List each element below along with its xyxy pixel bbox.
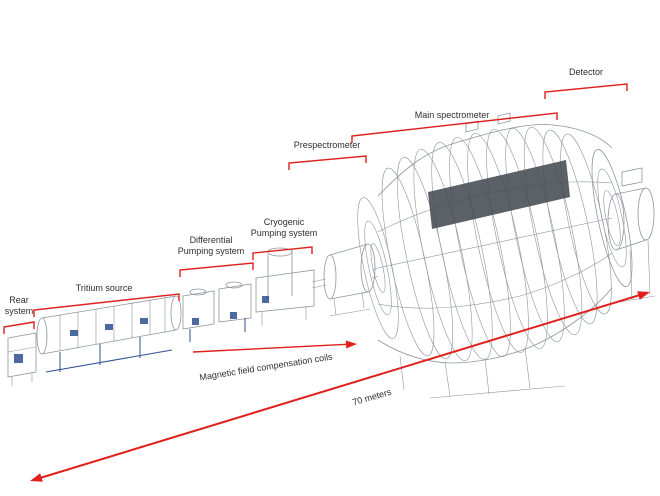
prespectrometer-drawing bbox=[323, 243, 379, 317]
rear-system-drawing bbox=[7, 332, 37, 386]
detector-drawing bbox=[607, 167, 656, 303]
label-cryogenic-pumping-line2: Pumping system bbox=[250, 227, 318, 238]
label-detector: Detector bbox=[568, 67, 604, 77]
label-cryogenic-pumping-line1: Cryogenic bbox=[263, 217, 305, 227]
label-main-spectrometer: Main spectrometer bbox=[414, 110, 490, 120]
label-cryogenic-pumping: Cryogenic Pumping system bbox=[251, 217, 318, 239]
bracket-differential-pumping bbox=[179, 262, 254, 277]
label-rear-system: Rear system bbox=[5, 295, 34, 317]
bracket-cryogenic-pumping bbox=[252, 246, 313, 260]
label-differential-pumping-line1: Differential bbox=[189, 235, 233, 245]
bracket-prespectrometer bbox=[288, 155, 367, 170]
label-rear-system-line1: Rear bbox=[9, 295, 29, 305]
bracket-tritium-source bbox=[33, 293, 180, 317]
main-spectrometer-drawing bbox=[357, 112, 633, 399]
bracket-detector bbox=[544, 83, 628, 99]
bracket-main-spectrometer bbox=[351, 112, 558, 143]
scale-arrow bbox=[30, 291, 650, 482]
dps-drawing bbox=[182, 281, 252, 342]
bracket-rear-system bbox=[3, 321, 35, 334]
label-prespectrometer: Prespectrometer bbox=[293, 140, 361, 150]
cps-drawing bbox=[255, 247, 327, 326]
label-rear-system-line2: system bbox=[4, 305, 34, 316]
label-differential-pumping-line2: Pumping system bbox=[177, 245, 245, 256]
compensation-coils-arrow bbox=[192, 340, 357, 353]
label-differential-pumping: Differential Pumping system bbox=[178, 235, 245, 257]
label-tritium-source: Tritium source bbox=[75, 283, 133, 293]
tritium-source-drawing bbox=[36, 295, 182, 373]
